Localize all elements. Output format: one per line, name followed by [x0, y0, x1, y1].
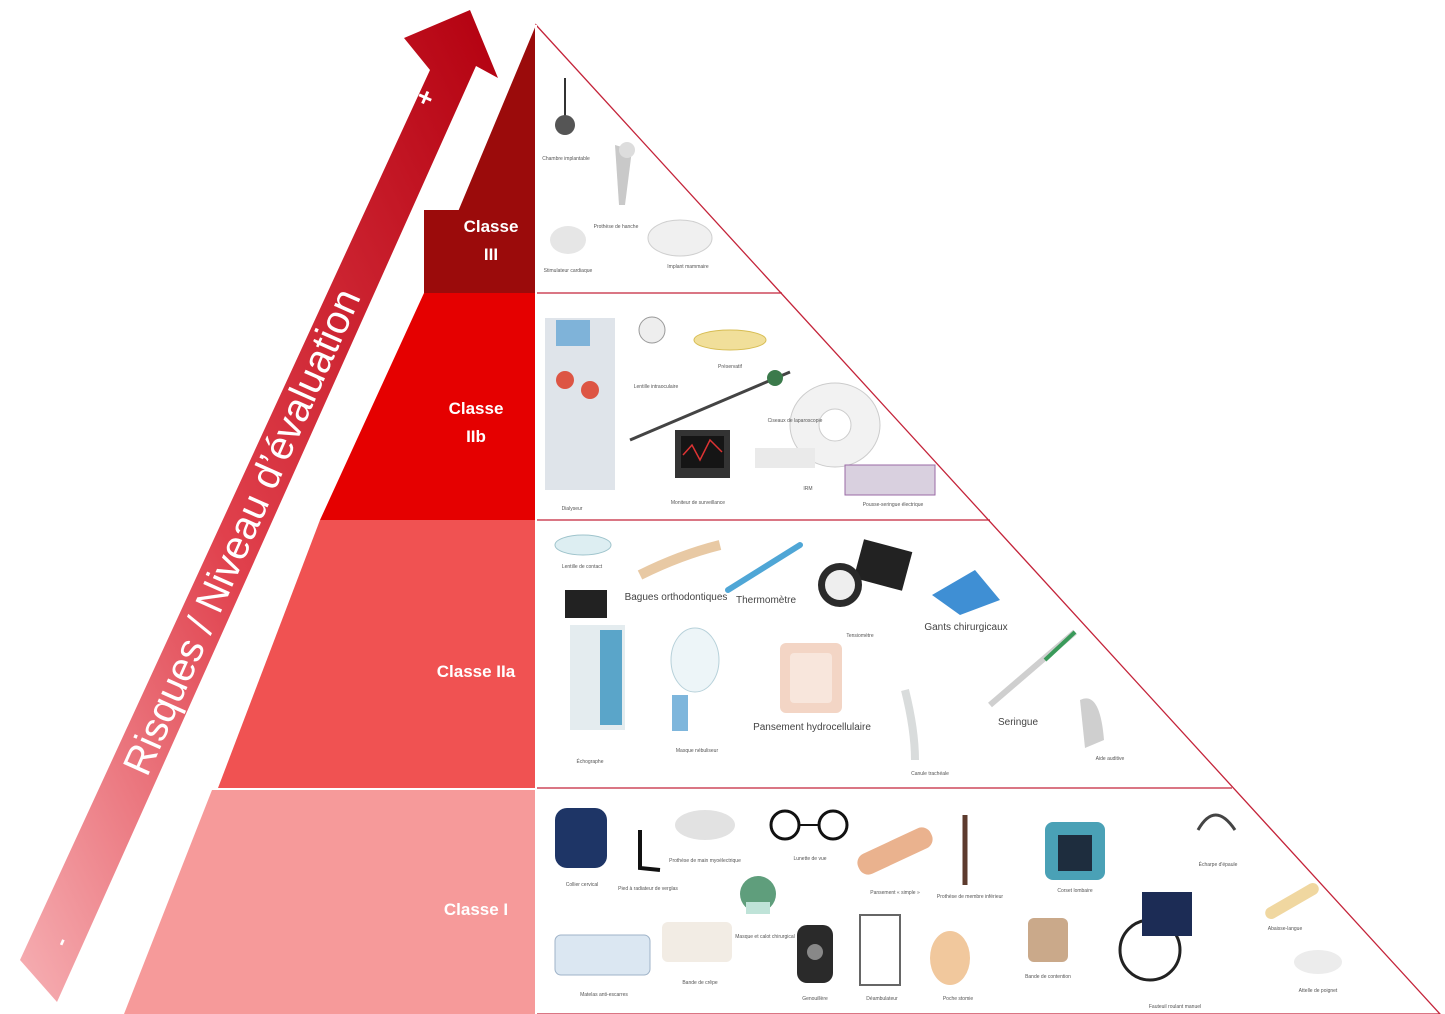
- device-label: Ciseaux de laparoscopie: [768, 418, 823, 424]
- device-label: Lentille intraoculaire: [634, 384, 679, 390]
- condom-image: [693, 329, 767, 351]
- glasses-image: [769, 809, 849, 841]
- device-label: Bande de contention: [1025, 974, 1071, 980]
- hip-prosthesis-image: [615, 142, 635, 205]
- device-label: Déambulateur: [866, 996, 898, 1002]
- thermometer-image: [725, 542, 803, 593]
- band-class-iia: [218, 520, 536, 788]
- surgical-gloves-image: [932, 570, 1000, 615]
- cervical-collar-image: [555, 808, 607, 868]
- device-label: Pansement « simple »: [870, 890, 920, 896]
- band-class-iii-fill: [424, 210, 536, 293]
- tracheal-cannula-image: [901, 689, 919, 761]
- hydrocellular-dressing-image: [780, 643, 842, 713]
- device-label: Canule trachéale: [911, 771, 949, 777]
- breast-implant-image: [647, 219, 713, 257]
- nebulizer-mask-image: [670, 627, 720, 731]
- device-label: Thermomètre: [736, 595, 796, 606]
- device-label: Pousse-seringue électrique: [863, 502, 924, 508]
- band-class-i: [124, 790, 536, 1014]
- tongue-depressor-image: [1265, 883, 1319, 919]
- device-label: Dialyseur: [562, 506, 583, 512]
- device-label: Prothèse de main myoélectrique: [669, 858, 741, 864]
- crepe-bandage-image: [662, 922, 732, 962]
- ostomy-bag-image: [930, 931, 970, 985]
- mattress-image: [554, 934, 651, 976]
- bandage-image: [857, 827, 933, 875]
- device-label: Prothèse de membre inférieur: [937, 894, 1003, 900]
- hand-prosthesis-image: [675, 810, 735, 840]
- class-iib-label-line2: IIb: [466, 427, 486, 446]
- monitor-image: [675, 430, 730, 478]
- device-label: Collier cervical: [566, 882, 599, 888]
- pacemaker-image: [550, 226, 586, 254]
- wrist-splint-image: [1294, 950, 1342, 974]
- device-label: Aide auditive: [1096, 756, 1125, 762]
- device-triangle: [535, 23, 1441, 1014]
- device-label: Poche stomie: [943, 996, 974, 1002]
- device-label: Échographe: [577, 758, 604, 765]
- device-label: Lentille de contact: [562, 564, 603, 570]
- wheelchair-image: [1118, 892, 1192, 982]
- device-label: Pansement hydrocellulaire: [753, 722, 871, 733]
- device-label: Genouillère: [802, 996, 828, 1002]
- walker-image: [859, 914, 901, 986]
- knee-brace-image: [797, 925, 833, 983]
- device-label: Masque nébuliseur: [676, 748, 719, 754]
- device-label: Stimulateur cardiaque: [544, 268, 593, 274]
- intraocular-lens-image: [638, 316, 666, 344]
- lumbar-corset-image: [1045, 822, 1105, 880]
- mri-image: [755, 382, 881, 468]
- tensiometer-image: [818, 539, 913, 607]
- class-i-label: Classe I: [444, 900, 508, 919]
- band-class-iib: [320, 293, 536, 520]
- device-label: Bagues orthodontiques: [625, 592, 728, 603]
- device-label: Masque et calot chirurgical: [735, 934, 794, 940]
- device-label: Fauteuil roulant manuel: [1149, 1004, 1201, 1010]
- device-label: Lunette de vue: [793, 856, 826, 862]
- device-label: Bande de crêpe: [682, 980, 718, 986]
- device-label: Implant mammaire: [667, 264, 709, 270]
- device-label: Pied à radiateur de verglas: [618, 886, 678, 892]
- ultrasound-image: [565, 590, 625, 730]
- surgical-mask-image: [740, 876, 776, 914]
- device-label: Corset lombaire: [1057, 888, 1093, 894]
- class-bands: [124, 25, 536, 1014]
- device-label: Gants chirurgicaux: [924, 622, 1007, 633]
- device-label: Prothèse de hanche: [594, 224, 639, 230]
- device-label: Tensiomètre: [846, 633, 873, 639]
- device-label: Préservatif: [718, 364, 743, 370]
- syringe-image: [988, 629, 1077, 708]
- contact-lens-image: [554, 534, 612, 556]
- device-label: Seringue: [998, 717, 1038, 728]
- class-iii-label-line2: III: [484, 245, 498, 264]
- laparoscopy-scissors-image: [629, 370, 791, 442]
- device-label: Chambre implantable: [542, 156, 590, 162]
- device-labels: Chambre implantable Prothèse de hanche S…: [542, 156, 1338, 1010]
- class-iii-label-line1: Classe: [464, 217, 519, 236]
- device-images: [545, 78, 1342, 986]
- syringe-pump-image: [844, 464, 936, 496]
- device-label: Moniteur de surveillance: [671, 500, 725, 506]
- dialyzer-image: [545, 318, 615, 490]
- orthodontic-rings-image: [637, 540, 722, 580]
- device-label: Abaisse-langue: [1268, 926, 1303, 932]
- device-label: IRM: [803, 486, 812, 492]
- device-label: Attelle de poignet: [1299, 988, 1338, 994]
- device-label: Écharpe d'épaule: [1199, 861, 1238, 868]
- class-iib-label-line1: Classe: [449, 399, 504, 418]
- class-iia-label: Classe IIa: [437, 662, 516, 681]
- compression-band-image: [1028, 918, 1068, 962]
- hearing-aid-image: [1080, 698, 1104, 748]
- ankle-brace-image: [638, 830, 661, 872]
- device-label: Matelas anti-escarres: [580, 992, 628, 998]
- arm-sling-image: [1196, 813, 1237, 831]
- implantable-port-image: [555, 78, 575, 135]
